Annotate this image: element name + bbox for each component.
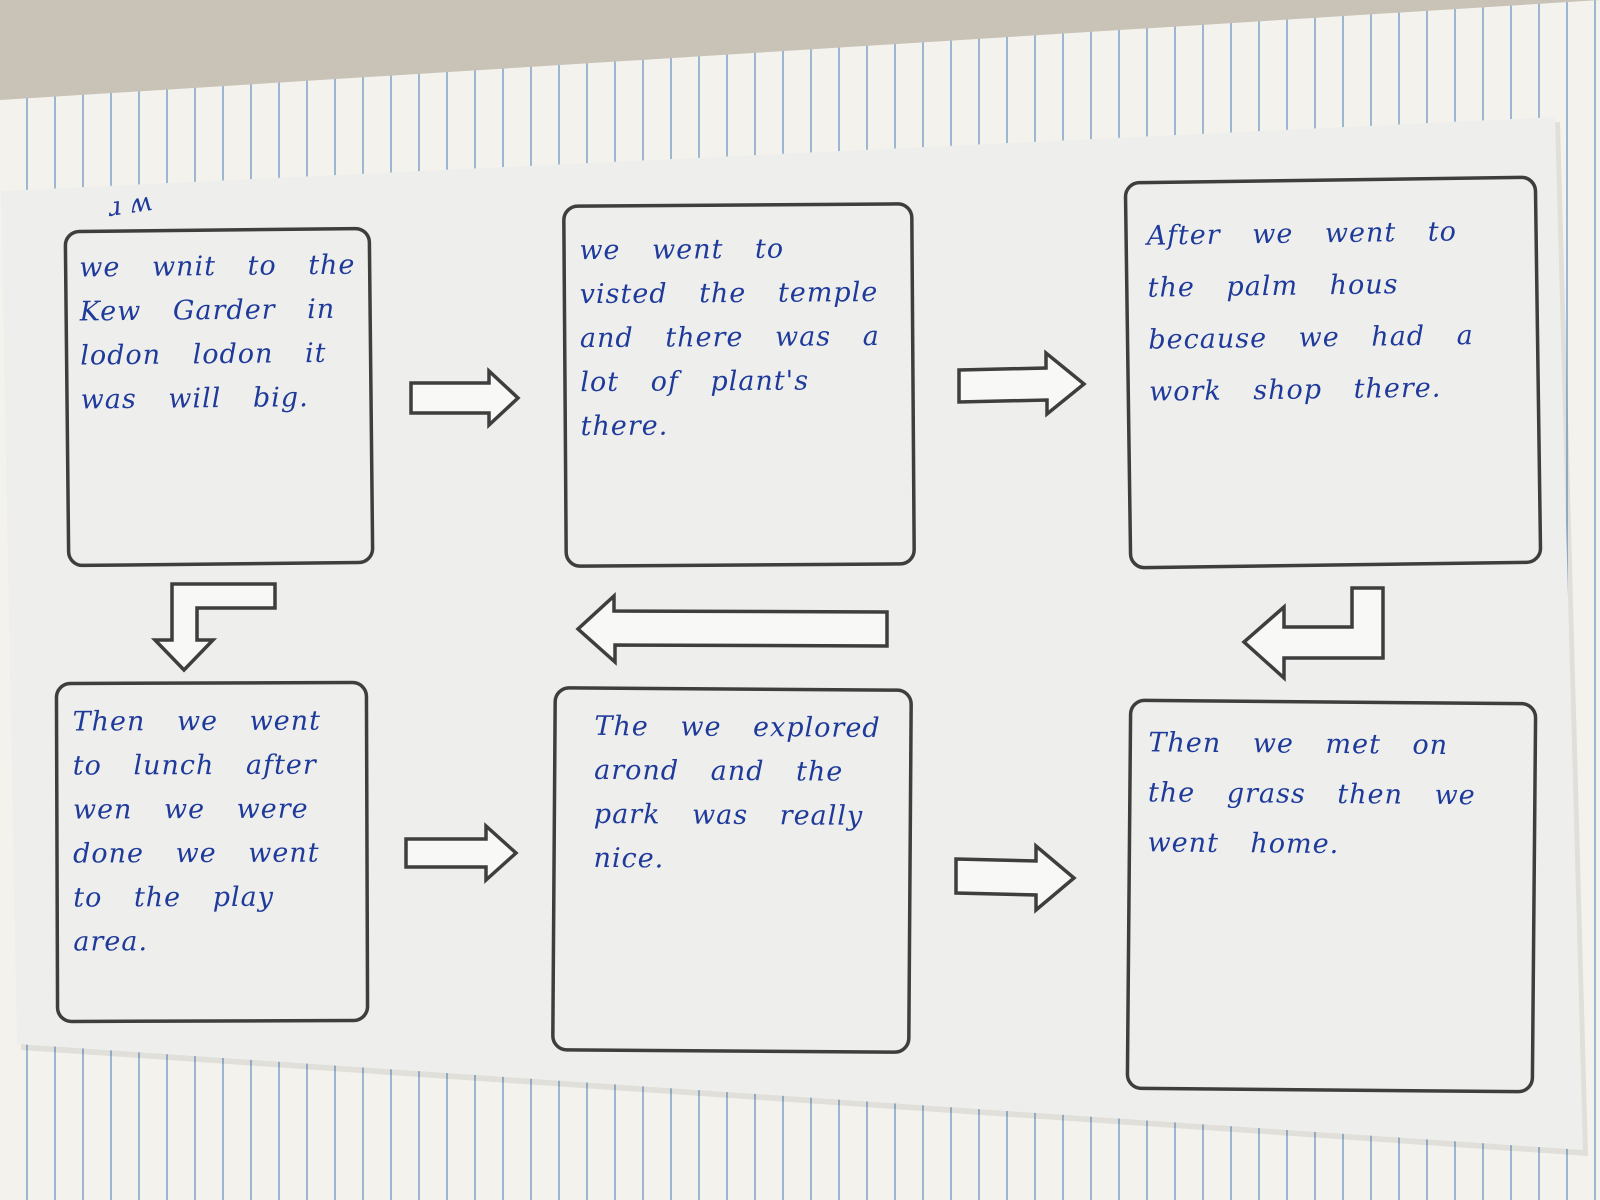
panel-2-box <box>562 202 916 568</box>
arrow-right-4 <box>954 842 1077 914</box>
corner-mark: ɹ ʍ <box>106 187 154 223</box>
panel-3-box <box>1123 175 1543 570</box>
arrow-right-2 <box>957 349 1087 418</box>
panel-3-text: After we went to the palm hous because w… <box>1146 215 1506 408</box>
panel-6-box <box>1125 698 1538 1094</box>
panel-1-text: we wnit to the Kew Garder in lodon lodon… <box>79 249 356 416</box>
panel-5-box <box>551 686 913 1054</box>
panel-5-text: The we explored arond and the park was r… <box>593 710 913 875</box>
panel-2-text: we went to visted the temple and there w… <box>579 233 912 443</box>
arrow-right-1 <box>409 366 521 430</box>
arrow-down-left <box>150 582 277 673</box>
panel-6-text: Then we met on the grass then we went ho… <box>1147 727 1508 861</box>
arrow-down-left-2 <box>1241 586 1385 682</box>
arrow-left-long <box>575 592 889 666</box>
panel-4-text: Then we went to lunch after wen we were … <box>72 705 353 958</box>
arrow-right-3 <box>404 822 519 884</box>
panel-1-box <box>63 226 375 568</box>
panel-4-box <box>54 680 370 1024</box>
